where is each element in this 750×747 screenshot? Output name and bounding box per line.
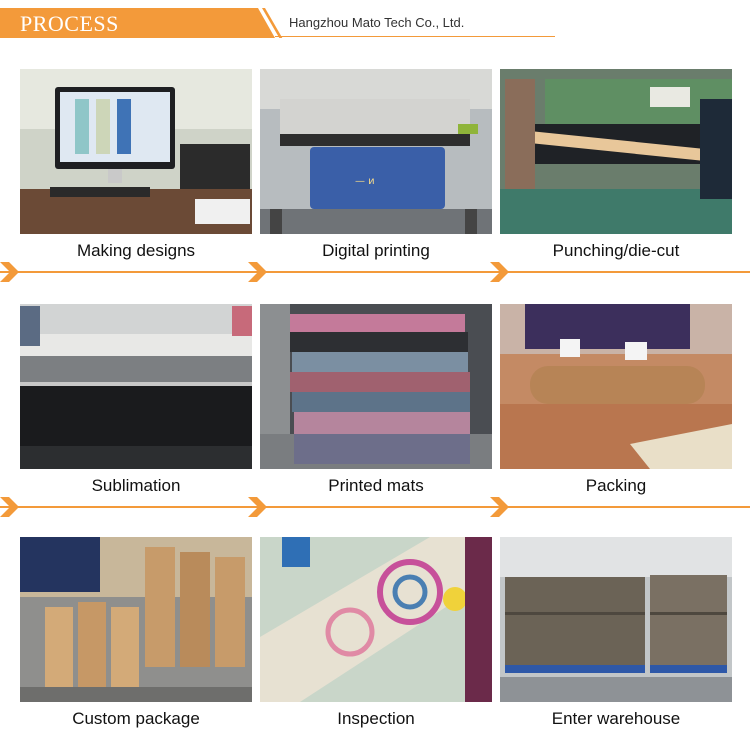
header-underline <box>275 36 555 37</box>
chevron-right-icon <box>248 262 270 282</box>
photo-printed-mats <box>260 304 492 469</box>
header-banner <box>0 8 275 38</box>
chevron-right-icon <box>490 262 512 282</box>
step-label: Sublimation <box>91 476 181 495</box>
photo-punching-die-cut <box>500 69 732 234</box>
step-label: Punching/die-cut <box>552 241 680 260</box>
photo-enter-warehouse <box>500 537 732 702</box>
chevron-right-icon <box>0 497 22 517</box>
photo-digital-printing: — и <box>260 69 492 234</box>
step-label: Making designs <box>76 241 196 260</box>
step-label: Printed mats <box>328 476 424 495</box>
step-label: Inspection <box>337 709 415 728</box>
photo-custom-package <box>20 537 252 702</box>
step-label: Enter warehouse <box>551 709 681 728</box>
photo-sublimation <box>20 304 252 469</box>
step-label: Digital printing <box>322 241 430 260</box>
chevron-right-icon <box>490 497 512 517</box>
step-label: Packing <box>585 476 647 495</box>
chevron-right-icon <box>0 262 22 282</box>
photo-inspection <box>260 537 492 702</box>
process-arrow-divider <box>0 262 750 282</box>
photo-packing <box>500 304 732 469</box>
chevron-right-icon <box>248 497 270 517</box>
company-name: Hangzhou Mato Tech Co., Ltd. <box>289 15 465 30</box>
photo-making-designs <box>20 69 252 234</box>
page-title: PROCESS <box>20 11 119 36</box>
svg-text:— и: — и <box>355 176 375 187</box>
process-arrow-divider <box>0 497 750 517</box>
step-label: Custom package <box>72 709 200 728</box>
